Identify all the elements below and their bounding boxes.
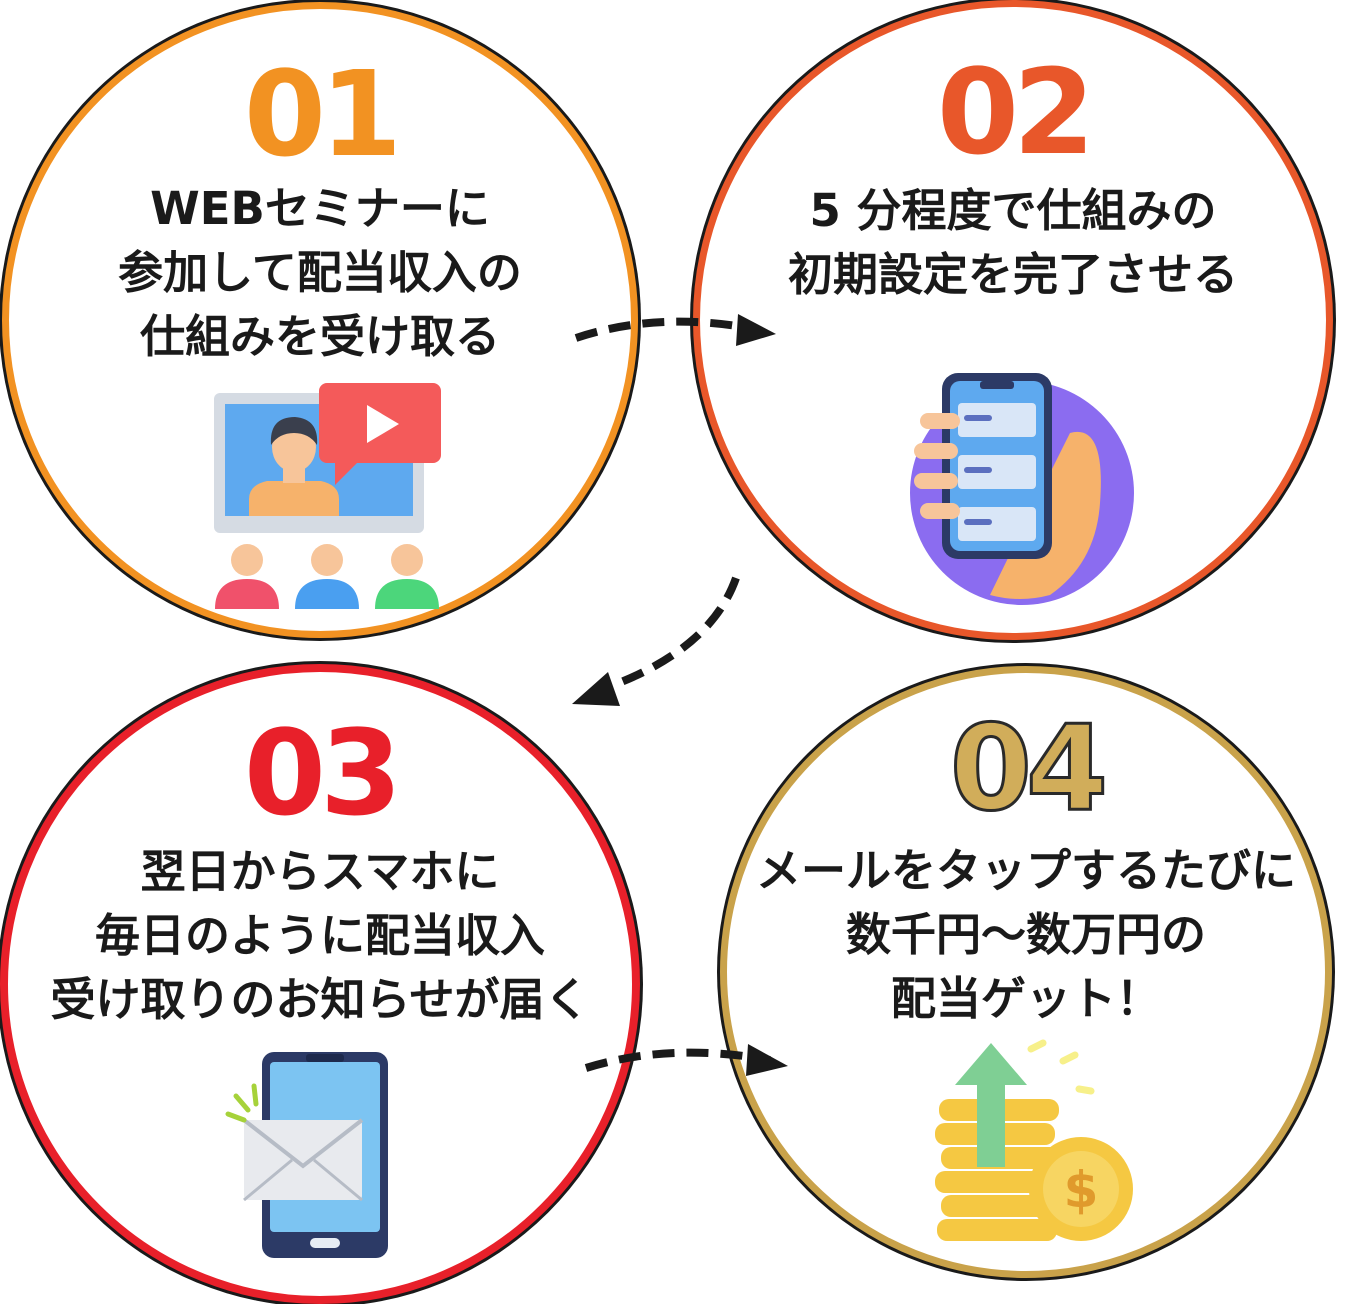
step-2-text: 5 分程度で仕組みの 初期設定を完了させる — [700, 179, 1326, 307]
step-1-number: 01 — [243, 45, 402, 183]
step-2-number: 02 — [936, 43, 1095, 181]
mail-notification-icon — [225, 1052, 388, 1258]
step-2-line-2: 初期設定を完了させる — [787, 248, 1238, 301]
step-1-circle: 01 WEBセミナーに 参加して配当収入の 仕組みを受け取る — [2, 2, 638, 638]
step-3-line-1: 翌日からスマホに — [140, 845, 500, 898]
step-4-line-1: メールをタップするたびに — [755, 844, 1296, 897]
step-1-line-2: 参加して配当収入の — [118, 246, 522, 299]
step-4-number: 04 — [948, 699, 1109, 837]
coins-arrow-up-icon: $ — [935, 1039, 1133, 1241]
step-3-text: 翌日からスマホに 毎日のように配当収入 受け取りのお知らせが届く — [8, 840, 632, 1032]
arrow-step3-to-step4 — [584, 1044, 788, 1076]
step-3-line-3: 受け取りのお知らせが届く — [50, 973, 590, 1026]
step-4-text: メールをタップするたびに 数千円〜数万円の 配当ゲット！ — [727, 839, 1325, 1031]
step-1-text: WEBセミナーに 参加して配当収入の 仕組みを受け取る — [9, 177, 631, 369]
step-4-line-2: 数千円〜数万円の — [845, 908, 1206, 961]
step-4-line-3: 配当ゲット！ — [890, 972, 1161, 1025]
step-3-circle: 03 翌日からスマホに 毎日のように配当収入 受け取りのお知らせが届く — [0, 664, 640, 1304]
webinar-icon — [214, 383, 441, 609]
svg-text:$: $ — [1064, 1161, 1099, 1219]
step-2-line-1: 5 分程度で仕組みの — [809, 184, 1217, 237]
step-1-line-1: WEBセミナーに — [150, 182, 490, 235]
arrow-step1-to-step2 — [574, 314, 776, 346]
step-4-circle: 04 メールをタップするたびに 数千円〜数万円の 配当ゲット！ $ — [720, 666, 1332, 1278]
step-3-line-2: 毎日のように配当収入 — [94, 909, 545, 962]
step-1-line-3: 仕組みを受け取る — [139, 310, 500, 363]
arrow-step2-to-step3 — [572, 576, 740, 706]
step-3-number: 03 — [243, 704, 402, 842]
smartphone-in-hand-icon — [910, 373, 1134, 605]
